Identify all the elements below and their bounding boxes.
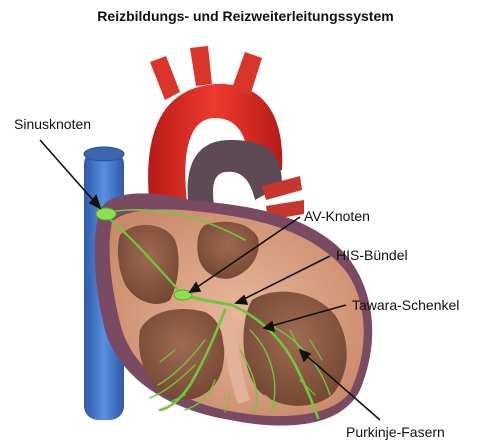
vena-cava-opening: [84, 147, 124, 161]
sinus-node: [96, 208, 116, 220]
label-av-knoten: AV-Knoten: [304, 208, 370, 224]
label-sinusknoten: Sinusknoten: [14, 116, 91, 132]
label-purkinje-fasern: Purkinje-Fasern: [346, 424, 445, 440]
label-his-buendel: HIS-Bündel: [336, 247, 408, 263]
av-node: [174, 290, 192, 300]
label-tawara-schenkel: Tawara-Schenkel: [352, 297, 459, 313]
